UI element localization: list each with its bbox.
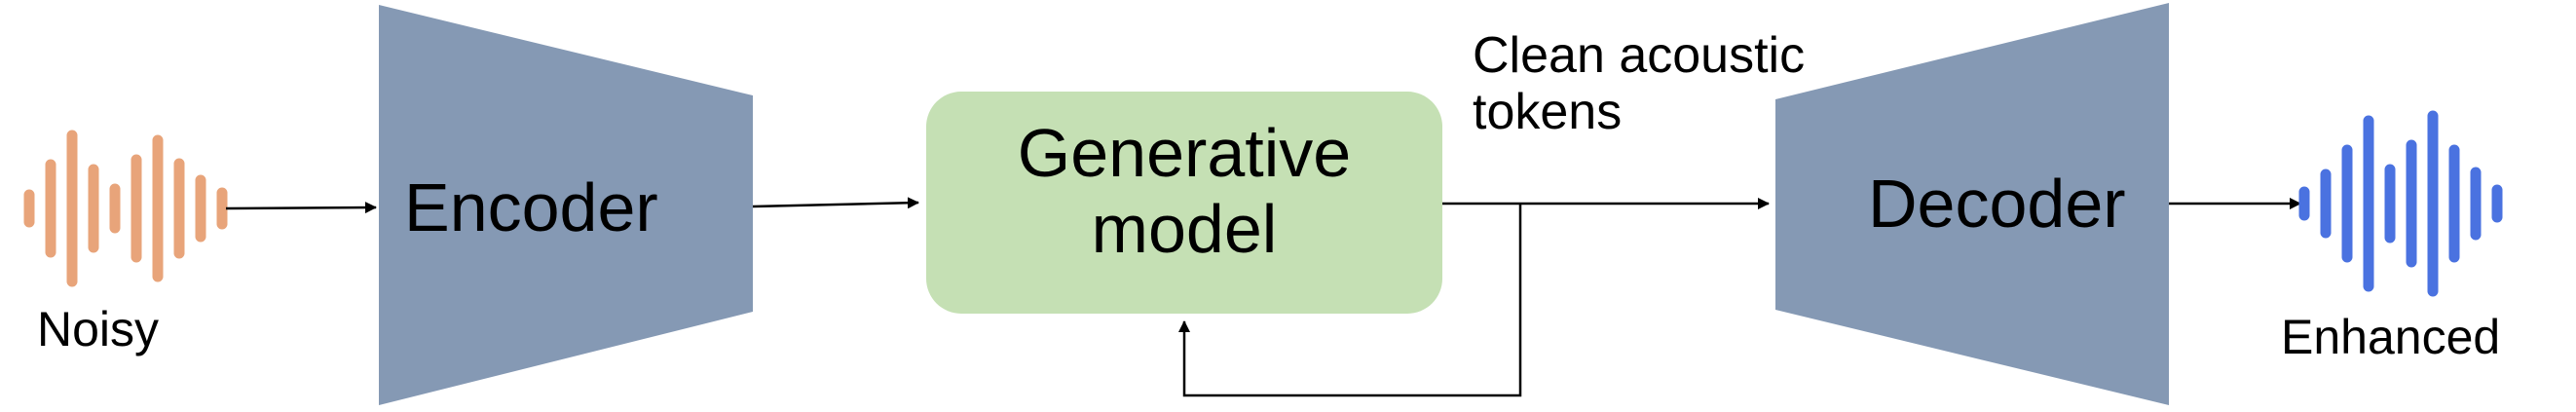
noisy-label: Noisy	[37, 302, 160, 356]
encoder-label: Encoder	[404, 169, 658, 245]
feedback-loop-arrow	[1178, 204, 1522, 397]
decoder-block	[1775, 3, 2169, 405]
enhanced-label: Enhanced	[2281, 310, 2501, 364]
clean-tokens-label-line1: Clean acoustic	[1473, 27, 1806, 84]
noisy-waveform-icon	[23, 130, 228, 287]
generative-model-label: Generative model	[926, 115, 1442, 268]
encoder-block	[379, 5, 753, 405]
arrow-noisy-to-encoder	[225, 202, 377, 214]
clean-tokens-label-line2: tokens	[1473, 84, 1623, 141]
enhanced-waveform-icon	[2298, 110, 2503, 297]
clean-tokens-label: Clean acoustic tokens	[1473, 27, 1805, 140]
decoder-label: Decoder	[1868, 166, 2126, 242]
arrow-encoder-to-model	[752, 197, 919, 209]
generative-model-label-line2: model	[1091, 191, 1278, 268]
generative-model-label-line1: Generative	[1017, 115, 1352, 191]
generative-model-block	[926, 92, 1442, 314]
